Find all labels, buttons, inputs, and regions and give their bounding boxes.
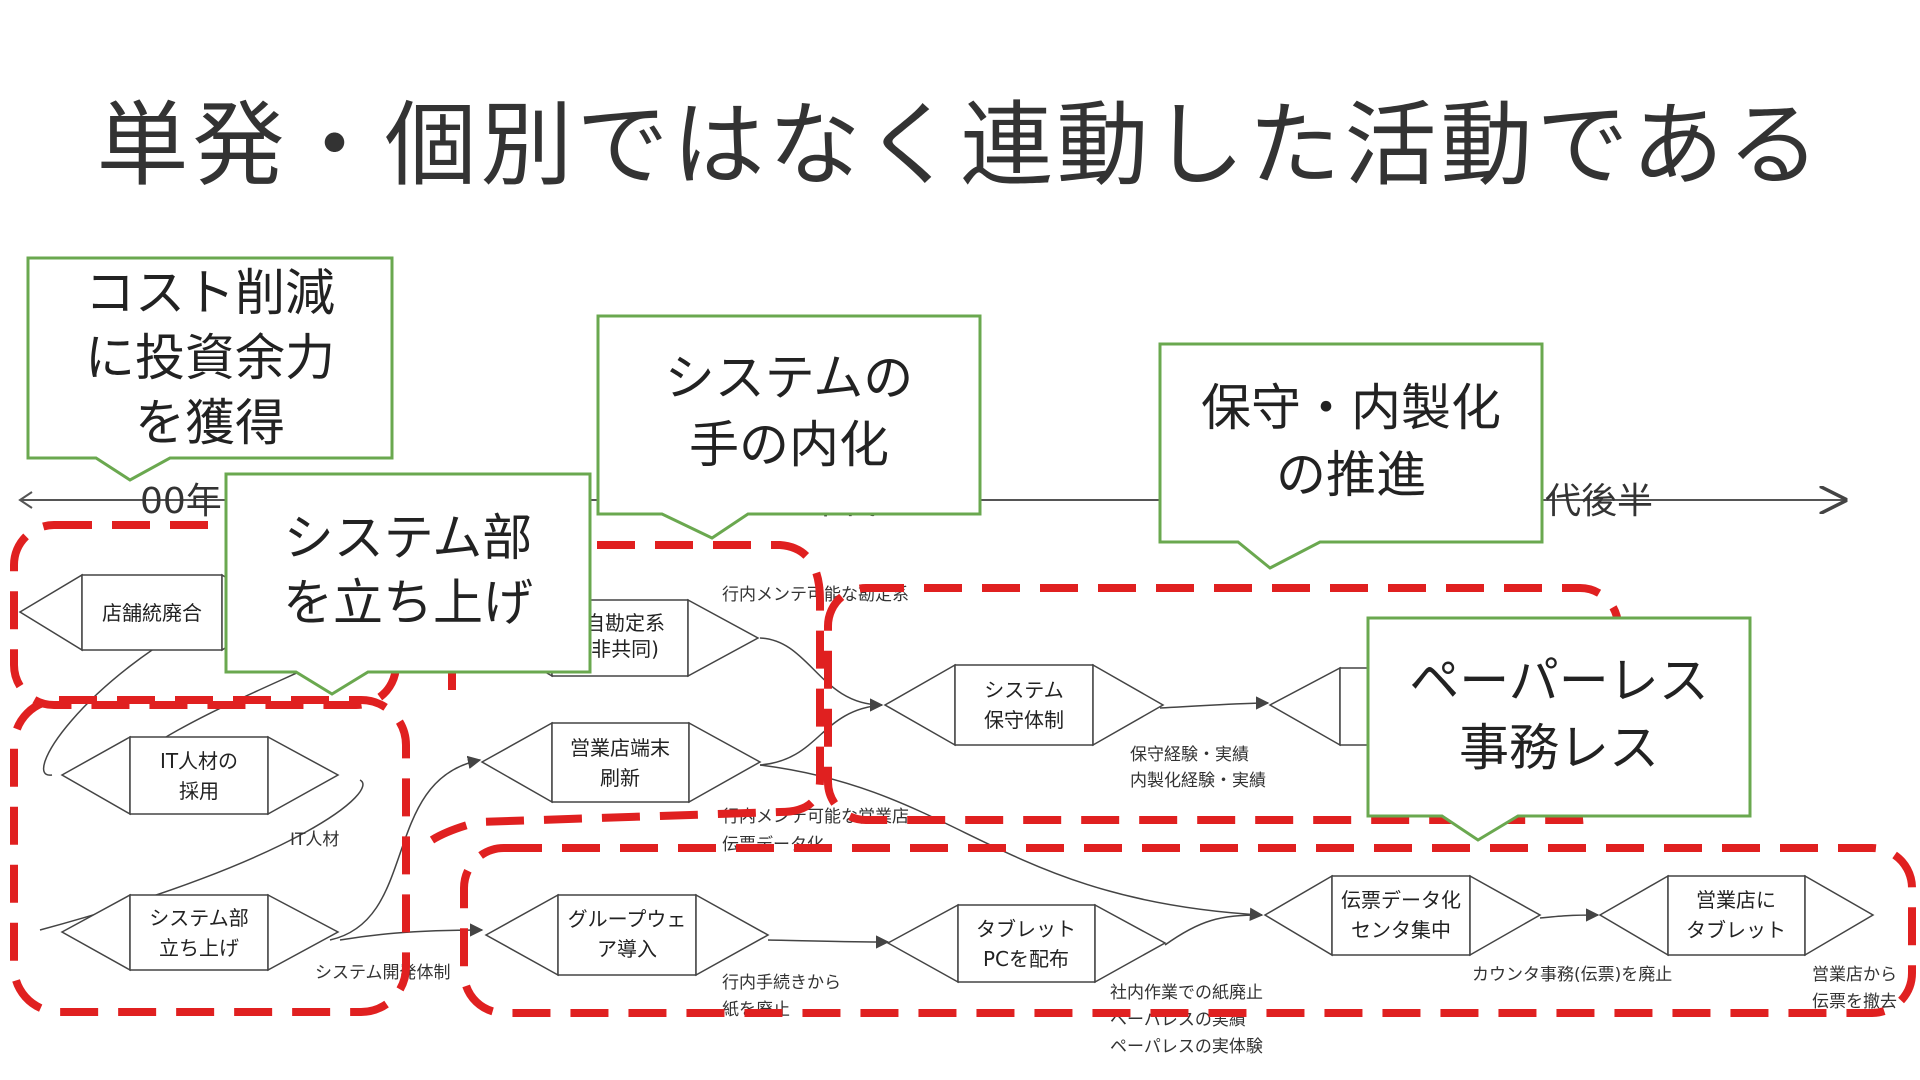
node-label: PCを配布 (983, 947, 1069, 971)
edge-label: カウンタ事務(伝票)を廃止 (1472, 965, 1672, 985)
node-tablet-pc: タブレット PCを配布 (886, 903, 1167, 984)
node-label: 保守体制 (984, 708, 1064, 732)
callout-cost: コスト削減 に投資余力 を獲得 (26, 256, 394, 482)
node-label: 営業店に (1696, 888, 1776, 912)
callout-line: システム部 (284, 509, 533, 567)
node-sys-dept: システム部 立ち上げ (60, 893, 340, 972)
edge-label: IT人材 (290, 830, 339, 850)
node-terminal: 営業店端末 刷新 (480, 721, 762, 804)
edge-label: 内製化経験・実績 (1130, 771, 1266, 791)
edge-labels: 行内メンテ可能な勘定系 IT人材 行内メンテ可能な営業店 伝票データ化 保守経験… (290, 585, 1897, 1057)
group-it-sysdept (10, 696, 410, 1016)
group-inhouse-upper (429, 541, 824, 844)
node-label: 伝票データ化 (1341, 888, 1461, 912)
edge-label: 行内手続きから (722, 973, 841, 993)
era-label-right: 代後半 (1545, 481, 1653, 522)
node-label: ア導入 (597, 937, 657, 961)
edge-label: 伝票を撤去 (1812, 992, 1897, 1012)
callout-line: の推進 (1276, 446, 1426, 504)
node-store-tablet: 営業店に タブレット (1598, 874, 1875, 957)
callout-line: システムの (665, 349, 914, 407)
callout-line: ペーパーレス (1409, 652, 1709, 710)
node-next-partial (1268, 666, 1381, 747)
node-label: 非共同) (591, 637, 659, 661)
edge-label: 営業店から (1812, 965, 1897, 985)
connector-terminal-to-maint (759, 704, 883, 766)
node-it-hire: IT人材の 採用 (60, 735, 340, 816)
callout-sysdept: システム部 を立ち上げ (224, 472, 592, 696)
slide-title: 単発・個別ではなく連動した活動である (96, 92, 1824, 199)
node-label: 立ち上げ (159, 936, 239, 960)
callout-line: を立ち上げ (283, 574, 533, 632)
node-sys-maint: システム 保守体制 (883, 663, 1165, 747)
callout-line: を獲得 (135, 394, 285, 452)
node-label: IT人材の (160, 749, 238, 773)
node-label: グループウェ (568, 907, 687, 931)
callout-maintain: 保守・内製化 の推進 (1158, 342, 1544, 570)
connector-slip-to-store (1539, 908, 1600, 922)
node-label: センタ集中 (1351, 918, 1451, 942)
edge-label: ペーパレスの実体験 (1110, 1037, 1263, 1057)
connector-dept-to-groupware (339, 923, 484, 941)
node-slip-center: 伝票データ化 センタ集中 (1263, 874, 1542, 957)
group-maintenance (824, 584, 1622, 824)
connector-gw-to-tablet (767, 935, 890, 949)
edge-label: 社内作業での紙廃止 (1110, 983, 1263, 1003)
node-label: タブレット (976, 917, 1076, 941)
connector-terminal-to-slip (759, 764, 1264, 922)
callout-line: 保守・内製化 (1201, 379, 1501, 437)
connector-acct-to-maint (759, 637, 884, 712)
edge-label: システム開発体制 (315, 963, 451, 983)
node-label: システム部 (149, 906, 248, 930)
node-label: 店舗統廃合 (102, 601, 202, 625)
connector-tablet-to-slip (1164, 914, 1263, 946)
callout-line: に投資余力 (85, 329, 335, 387)
node-label: 採用 (179, 779, 219, 803)
callout-line: コスト削減 (85, 264, 335, 322)
node-label: システム (984, 678, 1063, 702)
callout-line: 手の内化 (689, 416, 889, 474)
group-paperless (460, 844, 1916, 1017)
timeline-left-arrow (18, 491, 33, 509)
era-label-left: 00年 (140, 481, 222, 522)
node-label: 自勘定系 (585, 611, 665, 635)
connector-dept-to-terminal (329, 755, 482, 941)
callout-line: 事務レス (1459, 719, 1659, 777)
node-label: 営業店端末 (570, 736, 670, 760)
connector-maint-to-next (1159, 696, 1270, 710)
callout-inhouse: システムの 手の内化 (596, 314, 982, 540)
node-label: 刷新 (600, 766, 640, 790)
edge-label: 保守経験・実績 (1130, 745, 1249, 765)
node-groupware: グループウェ ア導入 (484, 893, 770, 977)
node-label: タブレット (1686, 918, 1786, 942)
callout-paperless: ペーパーレス 事務レス (1366, 616, 1752, 842)
